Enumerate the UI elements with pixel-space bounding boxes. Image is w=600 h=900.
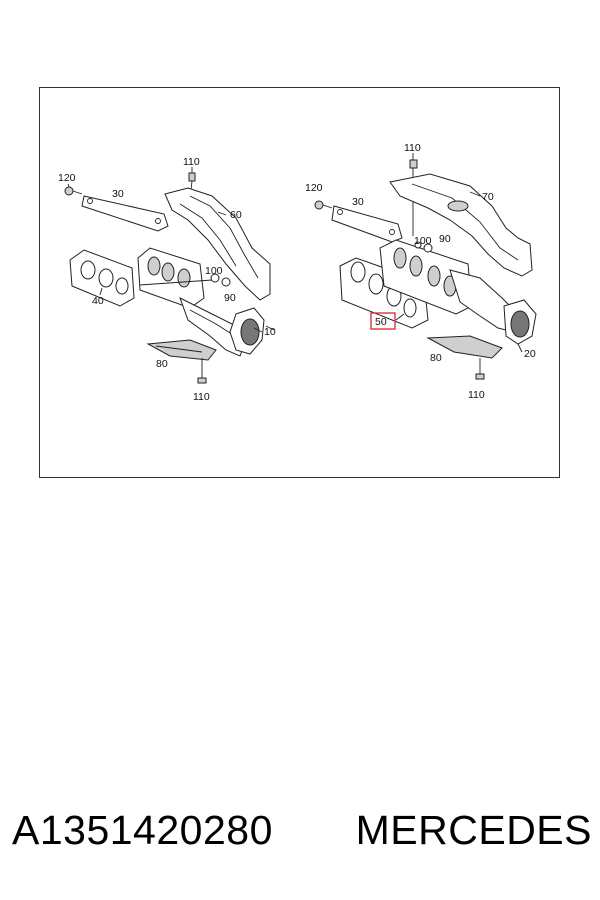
callout-20: 20 xyxy=(524,348,536,360)
parts-diagram: 110 120 30 60 40 100 90 10 80 110 110 12… xyxy=(39,87,560,478)
lower-bracket-80-right xyxy=(426,335,503,359)
brand-name: MERCEDES xyxy=(355,806,592,853)
left-assembly xyxy=(64,172,275,384)
callout-110-bottom-right: 110 xyxy=(468,389,485,401)
callout-90-left: 90 xyxy=(224,292,236,304)
callout-110-top-left: 110 xyxy=(183,156,200,168)
callout-30-right: 30 xyxy=(352,196,364,208)
bolt-120-left xyxy=(64,186,83,196)
right-assembly xyxy=(314,159,537,380)
highlight-box xyxy=(370,312,396,330)
bolt-110-bottom-right xyxy=(475,358,485,380)
heat-shield-60 xyxy=(164,187,271,301)
callout-80-right: 80 xyxy=(430,352,442,364)
callout-50: 50 xyxy=(375,316,387,328)
bracket-30-left xyxy=(81,195,169,232)
callout-100-right: 100 xyxy=(414,235,432,247)
callout-100-left: 100 xyxy=(205,265,223,277)
callout-30-left: 30 xyxy=(112,188,124,200)
callout-60: 60 xyxy=(230,209,242,221)
callouts-right: 110 120 30 70 100 90 50 80 20 110 xyxy=(305,142,536,401)
callout-110-top-right: 110 xyxy=(404,142,421,154)
callout-40: 40 xyxy=(92,295,104,307)
callout-70: 70 xyxy=(482,191,494,203)
exploded-view: 110 120 30 60 40 100 90 10 80 110 110 12… xyxy=(58,142,537,403)
bolt-120-right xyxy=(314,200,333,210)
manifold-body-left xyxy=(179,296,247,357)
lower-bracket-80-left xyxy=(146,339,217,361)
callout-10: 10 xyxy=(264,326,276,338)
callout-90-right: 90 xyxy=(439,233,451,245)
callout-120-left: 120 xyxy=(58,172,76,184)
caption: A1351420280 MERCEDES xyxy=(12,800,592,860)
callouts-left: 110 120 30 60 40 100 90 10 80 110 xyxy=(58,156,276,403)
callout-80-left: 80 xyxy=(156,358,168,370)
callout-120-right: 120 xyxy=(305,182,323,194)
bolt-110-bottom-left xyxy=(197,358,207,384)
leader-lines xyxy=(67,153,523,353)
part-number: A1351420280 xyxy=(12,806,273,853)
heat-shield-70 xyxy=(389,173,533,277)
callout-110-bottom-left: 110 xyxy=(193,391,210,403)
